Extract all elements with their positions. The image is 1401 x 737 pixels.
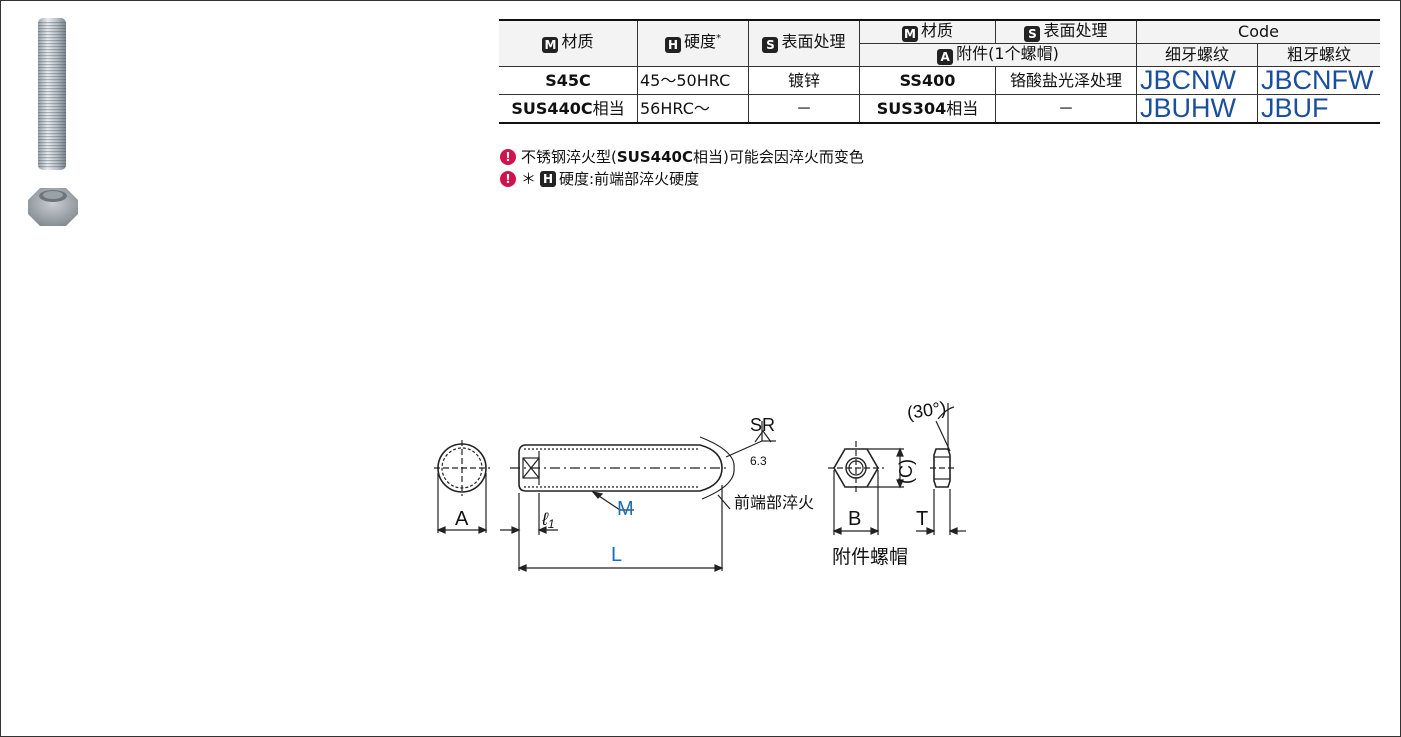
- technical-drawing: A ℓ1 M L SR 6.3 前端部淬火 B T (C) (30°) 附件螺帽: [434, 398, 966, 572]
- cell-nut-material: SS400: [859, 66, 996, 95]
- badge-a: A: [937, 48, 954, 65]
- badge-s: S: [762, 37, 779, 53]
- header-code: Code: [1136, 19, 1380, 44]
- nut-front-view: [828, 441, 904, 535]
- cell-nut-material: SUS304相当: [859, 94, 996, 124]
- header-fine: 细牙螺纹: [1136, 43, 1258, 67]
- badge-m-nut: M: [901, 25, 918, 42]
- code-link-fine[interactable]: JBUHW: [1136, 94, 1258, 124]
- cell-surface: 镀锌: [748, 66, 860, 95]
- cell-nut-surface: 铬酸盐光泽处理: [995, 66, 1137, 95]
- header-coarse: 粗牙螺纹: [1257, 43, 1380, 67]
- cell-material: S45C: [499, 66, 638, 95]
- dim-a-label: A: [455, 508, 469, 530]
- dim-c-label: (C): [896, 459, 916, 484]
- end-view: [434, 440, 490, 534]
- cell-material: SUS440C相当: [499, 94, 638, 124]
- cell-surface: －: [748, 94, 860, 124]
- table-row: SUS440C相当 56HRC～ － SUS304相当 － JBUHW JBUF: [499, 94, 1380, 124]
- alert-icon: !: [500, 149, 516, 165]
- badge-h: H: [540, 171, 557, 187]
- code-link-coarse[interactable]: JBUF: [1257, 94, 1380, 124]
- dim-t-label: T: [916, 508, 928, 530]
- screw-side-view: [500, 421, 776, 572]
- nut-caption: 附件螺帽: [832, 546, 908, 568]
- table-row: S45C 45～50HRC 镀锌 SS400 铬酸盐光泽处理 JBCNW JBC…: [499, 66, 1380, 95]
- dim-m-label: M: [617, 498, 634, 520]
- cell-hardness: 45～50HRC: [637, 66, 749, 95]
- cell-nut-surface: －: [995, 94, 1137, 124]
- alert-icon: !: [500, 171, 516, 187]
- product-photo: [28, 18, 78, 226]
- angle-label: (30°): [906, 398, 948, 423]
- tip-hardened-label: 前端部淬火: [734, 494, 814, 512]
- dim-l-label: L: [611, 544, 622, 566]
- badge-h: H: [664, 37, 681, 53]
- sr-value: 6.3: [750, 454, 767, 468]
- nut-side-view: [916, 403, 966, 535]
- badge-m: M: [542, 37, 559, 53]
- code-link-coarse[interactable]: JBCNFW: [1257, 66, 1380, 95]
- badge-s-nut: S: [1024, 25, 1041, 42]
- cell-hardness: 56HRC～: [637, 94, 749, 124]
- code-link-fine[interactable]: JBCNW: [1136, 66, 1258, 95]
- dim-b-label: B: [848, 508, 861, 530]
- note-2: ! ＊ H 硬度:前端部淬火硬度: [500, 168, 864, 190]
- dim-l1-label: ℓ1: [541, 509, 555, 531]
- sr-label: SR: [750, 415, 775, 435]
